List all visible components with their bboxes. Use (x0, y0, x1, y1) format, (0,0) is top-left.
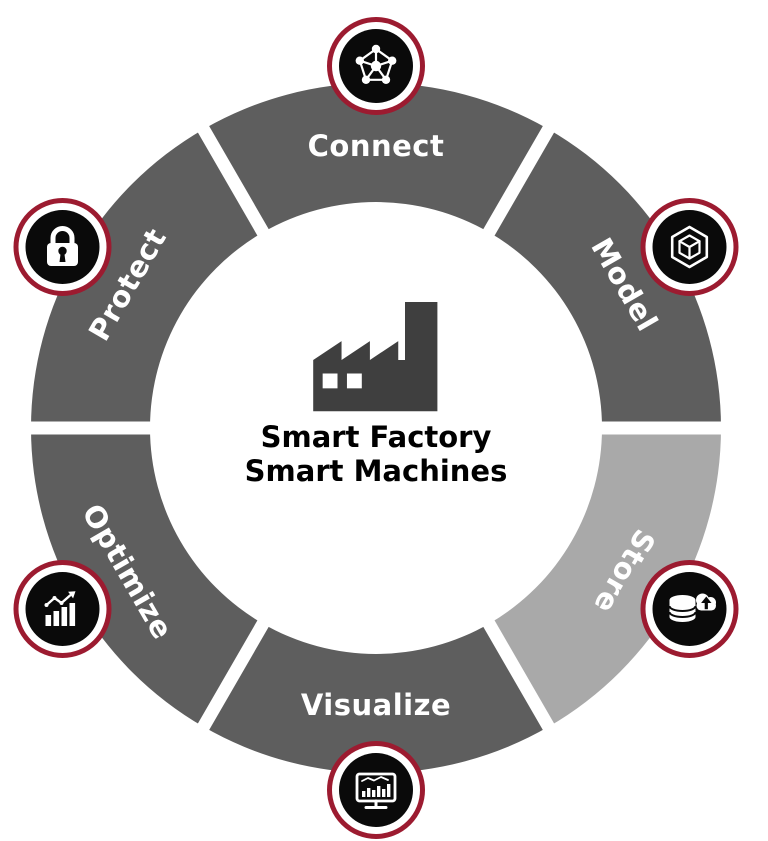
factory-window (346, 373, 362, 389)
segment-protect[interactable] (31, 129, 263, 428)
segment-separator (476, 114, 561, 248)
badge-disc (339, 753, 413, 827)
segment-store[interactable] (489, 428, 721, 727)
badge-optimize[interactable] (13, 560, 112, 658)
segment-connect[interactable] (203, 82, 549, 233)
segment-separator (476, 608, 561, 742)
badge-store[interactable] (640, 560, 739, 658)
center-title-line2: Smart Machines (245, 454, 508, 488)
padlock-icon (47, 226, 78, 266)
segment-label-visualize: Visualize (301, 688, 451, 722)
network-icon (355, 44, 397, 84)
segment-model[interactable] (489, 129, 721, 428)
dashboard-icon (355, 772, 397, 809)
center-title-line1: Smart Factory (261, 420, 492, 454)
segment-visualize[interactable] (203, 623, 549, 774)
badges (13, 17, 739, 839)
factory-silhouette (313, 301, 438, 412)
factory-window (322, 373, 338, 389)
segment-optimize[interactable] (31, 428, 263, 727)
segment-separator (191, 114, 276, 248)
segment-separators (18, 114, 734, 742)
bar-growth-icon (44, 591, 76, 626)
badge-connect[interactable] (327, 17, 425, 115)
center-hub: Smart Factory Smart Machines (245, 301, 508, 488)
segment-separator (191, 608, 276, 742)
segment-label-connect: Connect (308, 129, 445, 163)
database-upload-icon (668, 593, 716, 622)
badge-protect[interactable] (13, 198, 112, 296)
ring-segments (31, 82, 721, 774)
cloud-upload-glyph (696, 593, 716, 611)
factory-icon (313, 301, 438, 412)
badge-model[interactable] (640, 198, 739, 296)
badge-visualize[interactable] (327, 741, 425, 839)
cube-icon (670, 225, 709, 269)
